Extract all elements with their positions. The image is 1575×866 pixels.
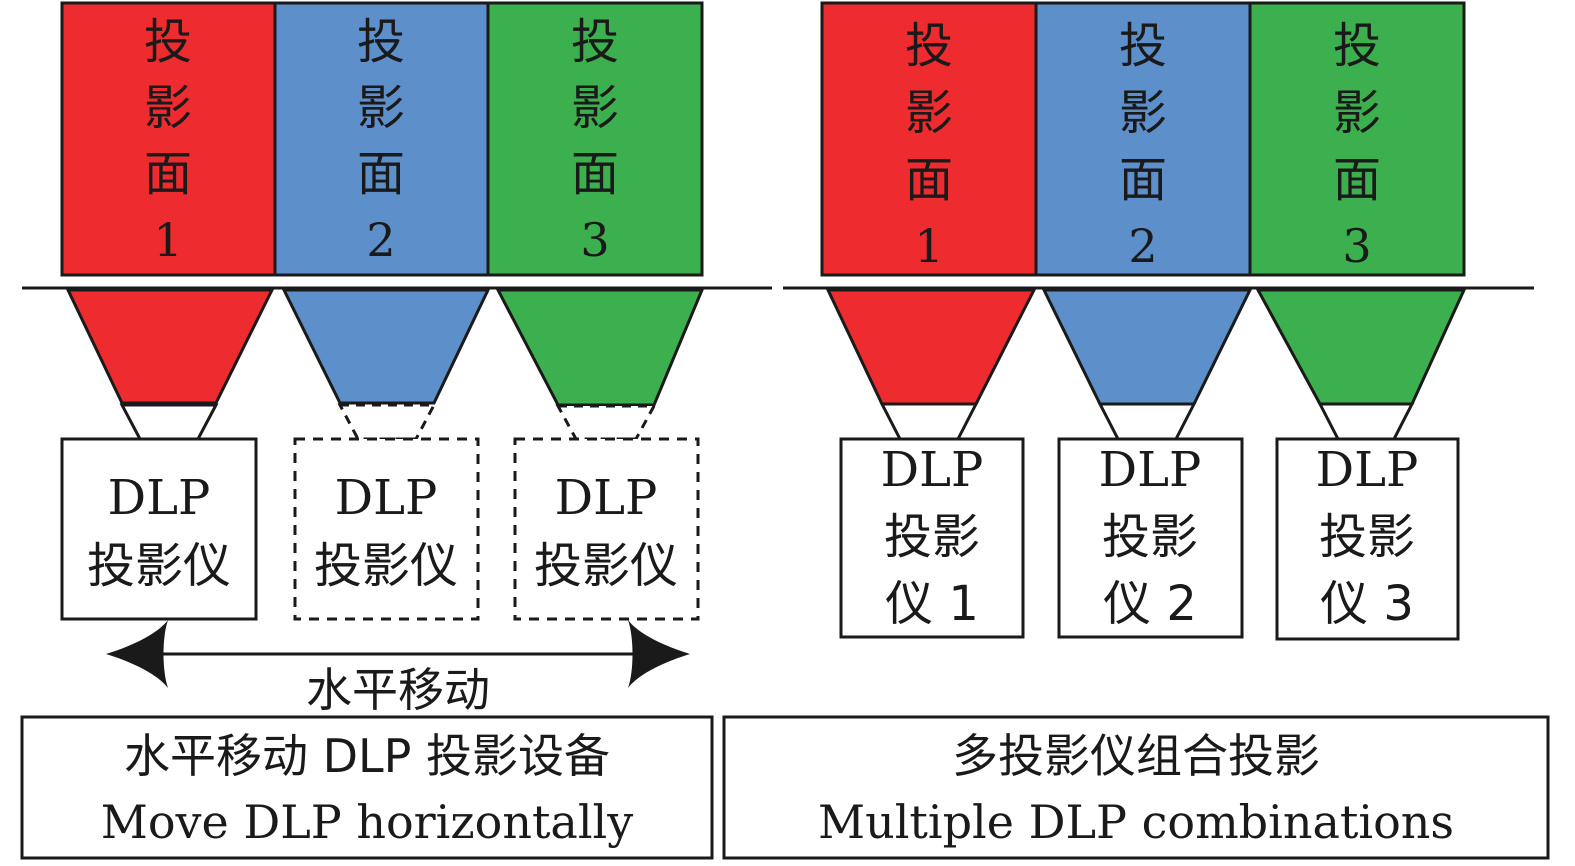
surface-char: 面 [357,146,405,202]
arrow-label: 水平移动 [306,663,490,717]
surface-rect [820,1,1038,277]
right-projector-1: DLP 投影 仪 1 [839,437,1025,639]
projector-body [1275,437,1460,641]
right-surface-1: 投 影 面 1 [820,1,1038,277]
surface-rect [486,1,704,277]
surface-char: 投 [905,18,953,74]
light-cone-red [65,288,275,405]
left-projector-ghost-3: DLP 投影仪 [513,437,700,621]
projector-label-cn: 投影 [884,509,980,565]
surface-char: 影 [144,80,192,136]
surface-char: 投 [144,14,192,70]
light-cone-green [495,288,705,407]
projector-label-cn: 投影仪 [87,538,231,594]
surface-char: 影 [905,85,953,141]
projector-label-dlp: DLP [108,470,211,526]
surface-number: 1 [153,213,182,267]
projector-body-ghost [513,437,700,621]
surface-rect [273,1,490,277]
projector-label-num: 仪 2 [1103,576,1197,632]
surface-char: 影 [1119,85,1167,141]
projector-label-dlp: DLP [1316,442,1419,498]
light-cone-blue [281,288,491,405]
caption-cn: 水平移动 DLP 投影设备 [124,729,610,783]
caption-en: Move DLP horizontally [101,795,634,849]
surface-char: 影 [571,80,619,136]
right-surface-3: 投 影 面 3 [1248,1,1466,277]
surface-char: 面 [905,152,953,208]
left-surface-1: 投 影 面 1 [60,1,277,277]
projector-lens-ghost [555,404,657,441]
projector-label-cn: 投影仪 [314,538,458,594]
left-projector-ghost-2: DLP 投影仪 [293,437,480,621]
projector-lens [879,402,979,441]
light-cone-red [825,288,1037,406]
surface-char: 面 [1333,152,1381,208]
left-surface-2: 投 影 面 2 [273,1,490,277]
surface-char: 投 [357,14,405,70]
surface-char: 影 [1333,85,1381,141]
projector-label-num: 仪 1 [885,576,979,632]
arrow-head-right [628,620,690,688]
right-surface-2: 投 影 面 2 [1034,1,1252,277]
surface-char: 投 [571,14,619,70]
projector-label-cn: 投影 [1102,509,1198,565]
surface-rect [1034,1,1252,277]
surface-char: 面 [1119,152,1167,208]
caption-cn: 多投影仪组合投影 [952,729,1320,783]
projector-body [60,437,258,621]
projector-lens [119,403,219,441]
left-panel: 投 影 面 1 投 影 面 2 投 影 面 3 [20,1,772,860]
surface-char: 影 [357,80,405,136]
left-caption: 水平移动 DLP 投影设备 Move DLP horizontally [20,715,714,860]
projector-label-cn: 投影 [1319,509,1415,565]
left-projector: DLP 投影仪 [60,437,258,621]
projector-label-cn: 投影仪 [534,538,678,594]
surface-char: 投 [1333,18,1381,74]
right-projector-3: DLP 投影 仪 3 [1275,437,1460,641]
surface-rect [1248,1,1466,277]
surface-char: 投 [1119,18,1167,74]
surface-number: 3 [1342,219,1371,273]
projector-lens-ghost [337,403,437,441]
surface-number: 3 [580,213,609,267]
projector-label-dlp: DLP [555,470,658,526]
projector-lens [1097,402,1197,441]
right-projector-2: DLP 投影 仪 2 [1057,437,1244,639]
caption-box [722,715,1550,860]
projector-body-ghost [293,437,480,621]
surface-number: 1 [914,219,943,273]
left-surface-3: 投 影 面 3 [486,1,704,277]
surface-char: 面 [144,146,192,202]
right-panel: 投 影 面 1 投 影 面 2 投 影 面 3 DLP 投影 [722,1,1550,860]
right-caption: 多投影仪组合投影 Multiple DLP combinations [722,715,1550,860]
surface-rect [60,1,277,277]
light-cone-blue [1041,288,1253,406]
projector-label-dlp: DLP [335,470,438,526]
projector-body [1057,437,1244,639]
surface-number: 2 [366,213,395,267]
light-cone-green [1255,288,1467,406]
horizontal-move-arrow: 水平移动 [106,620,690,717]
surface-char: 面 [571,146,619,202]
projector-lens [1317,402,1415,441]
caption-box [20,715,714,860]
surface-number: 2 [1128,219,1157,273]
caption-en: Multiple DLP combinations [818,795,1454,849]
projector-label-num: 仪 3 [1320,576,1414,632]
projector-body [839,437,1025,639]
arrow-head-left [106,620,168,688]
projector-label-dlp: DLP [881,442,984,498]
projector-label-dlp: DLP [1099,442,1202,498]
